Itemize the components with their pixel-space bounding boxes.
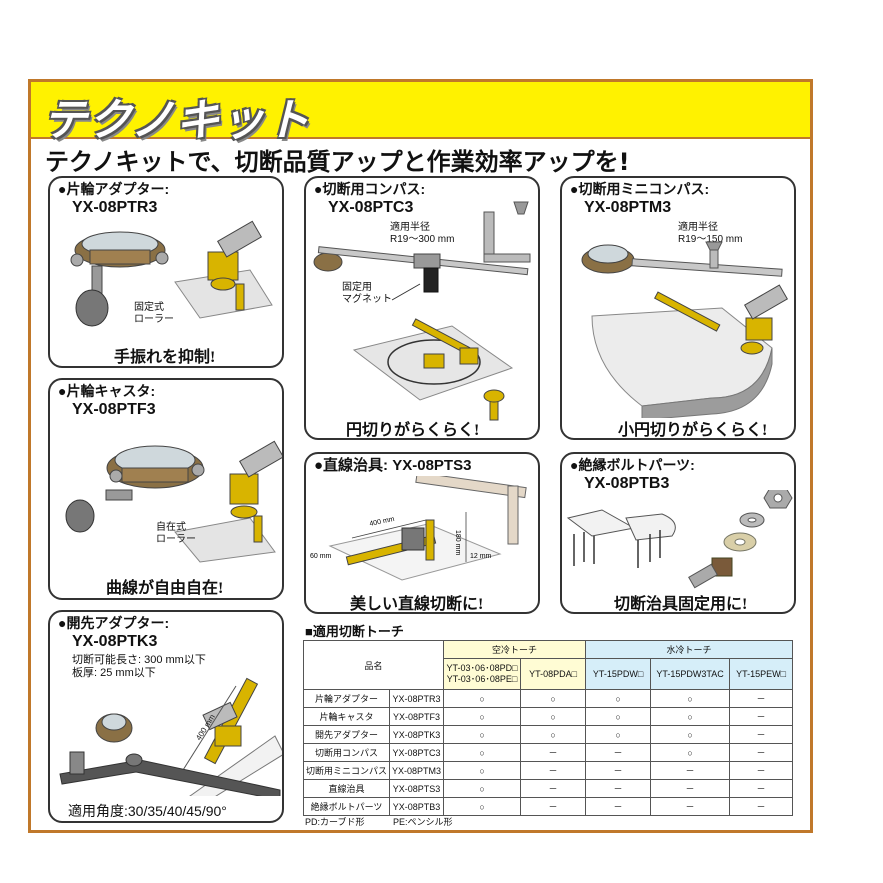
water-group-header: 水冷トーチ xyxy=(585,640,794,659)
radius-note: 適用半径 R19～300 mm xyxy=(390,222,455,245)
card-title: ●直線治具: YX-08PTS3 xyxy=(314,457,472,474)
card-pts3: ●直線治具: YX-08PTS3 400 mm 180 mm 60 mm 12 … xyxy=(304,452,540,614)
compass-illustration xyxy=(313,201,531,421)
card-ptb3: ●絶縁ボルトパーツ: YX-08PTB3 切断治具固定用に! xyxy=(560,452,796,614)
card-title: ●切断用コンパス: xyxy=(314,181,426,197)
caster-note: 自在式 ローラー xyxy=(156,522,196,545)
roller-adapter-illustration xyxy=(70,220,273,327)
torch-table-title: ■適用切断トーチ xyxy=(305,624,404,639)
dimension-label: 12 mm xyxy=(470,553,492,560)
dimension-label: 60 mm xyxy=(310,553,332,560)
table-footnote: PD:カーブド形 PE:ペンシル形 xyxy=(305,817,453,827)
card-ptc3: ●切断用コンパス: YX-08PTC3 適用半径 R19～300 mm 固定用 … xyxy=(304,176,540,440)
insulated-bolt-illustration xyxy=(566,490,793,589)
card-model: YX-08PTM3 xyxy=(584,199,672,216)
card-model: YX-08PTR3 xyxy=(72,199,158,216)
col-header: YT-15PDW3TAC xyxy=(650,658,731,690)
mini-compass-illustration xyxy=(581,241,789,418)
name-header: 品名 xyxy=(302,640,445,690)
banner-title: テクノキット xyxy=(43,95,311,146)
card-caption: 美しい直線切断に! xyxy=(350,596,484,613)
card-spec: 切断可能長さ: 300 mm以下 板厚: 25 mm以下 xyxy=(72,654,206,679)
radius-note: 適用半径 R19～150 mm xyxy=(678,222,743,245)
card-ptf3: ●片輪キャスタ: YX-08PTF3 自在式 ローラー 曲線が自由自在! xyxy=(48,378,284,600)
card-model: YX-08PTK3 xyxy=(72,633,158,650)
card-caption: 曲線が自由自在! xyxy=(106,580,224,597)
title-banner: テクノキット xyxy=(31,82,810,146)
magnet-note: 固定用 マグネット xyxy=(342,282,392,305)
card-ptr3: ●片輪アダプター: YX-08PTR3 固定式 ローラー 手振れを抑制! xyxy=(48,176,284,368)
roller-note: 固定式 ローラー xyxy=(134,302,174,325)
air-group-header: 空冷トーチ xyxy=(443,640,587,659)
card-caption: 小円切りがらくらく! xyxy=(618,422,768,439)
col-header: YT-15PEW□ xyxy=(729,658,794,690)
card-title: ●片輪キャスタ: xyxy=(58,383,156,399)
card-caption: 適用角度:30/35/40/45/90° xyxy=(68,803,227,819)
card-ptk3: ●開先アダプター: YX-08PTK3 切断可能長さ: 300 mm以下 板厚:… xyxy=(48,610,284,823)
card-title: ●開先アダプター: xyxy=(58,615,170,631)
dimension-label: 400 mm xyxy=(369,516,395,528)
straight-guide-illustration: 400 mm 180 mm 60 mm 12 mm xyxy=(310,476,527,581)
card-model: YX-08PTC3 xyxy=(328,199,414,216)
card-caption: 円切りがらくらく! xyxy=(346,422,480,439)
col-header: YT-08PDA□ xyxy=(520,658,587,690)
dimension-label: 180 mm xyxy=(454,530,461,555)
card-title: ●片輪アダプター: xyxy=(58,181,170,197)
headline: テクノキットで、切断品質アップと作業効率アップを! xyxy=(45,148,630,176)
caster-illustration xyxy=(65,440,282,563)
card-title: ●絶縁ボルトパーツ: xyxy=(570,457,695,473)
card-model: YX-08PTF3 xyxy=(72,401,156,418)
card-caption: 手振れを抑制! xyxy=(114,349,216,366)
card-caption: 切断治具固定用に! xyxy=(614,596,748,613)
bevel-adapter-illustration: 400 mm xyxy=(59,677,282,796)
col-header: YT-15PDW□ xyxy=(585,658,652,690)
card-title: ●切断用ミニコンパス: xyxy=(570,181,710,197)
product-frame: テクノキット テクノキットで、切断品質アップと作業効率アップを! ●片輪アダプタ… xyxy=(28,79,813,833)
col-header: YT-03･06･08PD□ YT-03･06･08PE□ xyxy=(443,658,522,690)
torch-table: 品名 空冷トーチ 水冷トーチ YT-03･06･08PD□ YT-03･06･0… xyxy=(302,640,794,816)
card-ptm3: ●切断用ミニコンパス: YX-08PTM3 適用半径 R19～150 mm 小円… xyxy=(560,176,796,440)
card-model: YX-08PTB3 xyxy=(584,475,670,492)
